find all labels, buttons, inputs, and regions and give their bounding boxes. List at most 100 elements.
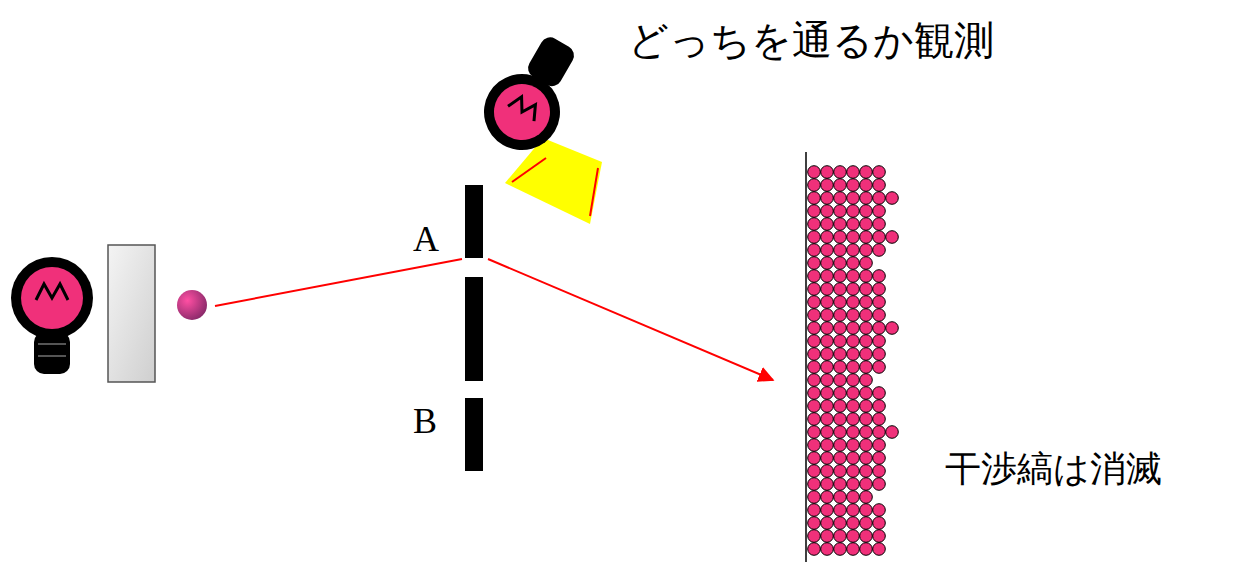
particle-dot	[821, 192, 834, 205]
particle-dot	[847, 361, 860, 374]
particle-dot	[860, 491, 873, 504]
particle-dot	[821, 426, 834, 439]
particle-dot	[808, 166, 821, 179]
particle-dot	[873, 179, 886, 192]
particle-dot	[808, 452, 821, 465]
particle-dot	[808, 374, 821, 387]
trajectory-arrow	[488, 259, 773, 380]
particle-dot	[834, 309, 847, 322]
particle-dot	[808, 426, 821, 439]
particle-dot	[873, 400, 886, 413]
particle-dot	[847, 322, 860, 335]
particle-dot	[847, 296, 860, 309]
particle-dot	[847, 231, 860, 244]
particle-dot	[834, 491, 847, 504]
particle-dot	[873, 478, 886, 491]
particle-dot	[808, 439, 821, 452]
detection-screen	[805, 152, 807, 562]
particle-dot	[834, 205, 847, 218]
particle-dot	[873, 348, 886, 361]
particle-dot	[821, 257, 834, 270]
particle-dot	[834, 504, 847, 517]
particle-dot	[847, 374, 860, 387]
particle-dot	[821, 179, 834, 192]
particle-dot	[847, 413, 860, 426]
particle-dot	[834, 218, 847, 231]
particle-dot	[847, 192, 860, 205]
particle-dot	[808, 400, 821, 413]
particle-dot	[808, 244, 821, 257]
particle-dot	[847, 452, 860, 465]
particle-dot	[821, 413, 834, 426]
particle-dot	[860, 530, 873, 543]
particle-dot	[808, 335, 821, 348]
particle-dot	[834, 517, 847, 530]
particle-dot	[847, 179, 860, 192]
particle-dot	[847, 543, 860, 556]
particle-dot	[860, 361, 873, 374]
particle-dot	[860, 452, 873, 465]
particle-dot	[873, 322, 886, 335]
particle-dot	[834, 439, 847, 452]
particle-dot	[860, 348, 873, 361]
particle-dot	[847, 478, 860, 491]
observation-note: どっちを通るか観測	[628, 16, 994, 64]
particle-dot	[808, 465, 821, 478]
particle-dot	[821, 205, 834, 218]
particle-dot	[834, 452, 847, 465]
particle-dot	[834, 348, 847, 361]
particle-dot	[808, 231, 821, 244]
particle	[177, 290, 207, 320]
particle-dot	[808, 413, 821, 426]
particle-dot	[834, 322, 847, 335]
particle-dot	[821, 283, 834, 296]
particle-dot	[873, 426, 886, 439]
particle-dot	[847, 504, 860, 517]
particle-dot	[821, 387, 834, 400]
particle-dot	[808, 205, 821, 218]
particle-dot	[834, 387, 847, 400]
particle-dot	[821, 517, 834, 530]
particle-dot	[808, 478, 821, 491]
particle-dot	[821, 270, 834, 283]
particle-dot	[821, 348, 834, 361]
particle-dot	[834, 478, 847, 491]
particle-dot	[873, 361, 886, 374]
particle-dot	[847, 335, 860, 348]
particle-dot	[847, 205, 860, 218]
particle-dot	[821, 322, 834, 335]
particle-dot	[808, 270, 821, 283]
particle-dot	[860, 166, 873, 179]
particle-dot	[873, 309, 886, 322]
particle-dot	[886, 322, 899, 335]
particle-dot	[873, 218, 886, 231]
particle-dot	[860, 517, 873, 530]
particle-dot	[834, 543, 847, 556]
particle-dot	[834, 426, 847, 439]
particle-dot	[834, 413, 847, 426]
particle-dot	[821, 309, 834, 322]
particle-dot	[873, 283, 886, 296]
particle-dot	[847, 517, 860, 530]
particle-dot	[834, 335, 847, 348]
particle-dot	[873, 335, 886, 348]
particle-dot	[860, 244, 873, 257]
particle-dot	[860, 335, 873, 348]
particle-dot	[821, 400, 834, 413]
particle-dot	[834, 283, 847, 296]
particle-dot	[873, 452, 886, 465]
particle-dot	[860, 322, 873, 335]
particle-dot	[860, 504, 873, 517]
particle-dot	[808, 504, 821, 517]
particle-dot	[847, 400, 860, 413]
particle-dot	[821, 465, 834, 478]
particle-dot	[834, 257, 847, 270]
particle-dot	[860, 465, 873, 478]
particle-dot	[834, 465, 847, 478]
particle-dot	[808, 179, 821, 192]
particle-dot	[808, 348, 821, 361]
particle-dot	[821, 452, 834, 465]
particle-dot	[847, 283, 860, 296]
slit-barrier	[465, 185, 483, 471]
particle-dot	[808, 218, 821, 231]
